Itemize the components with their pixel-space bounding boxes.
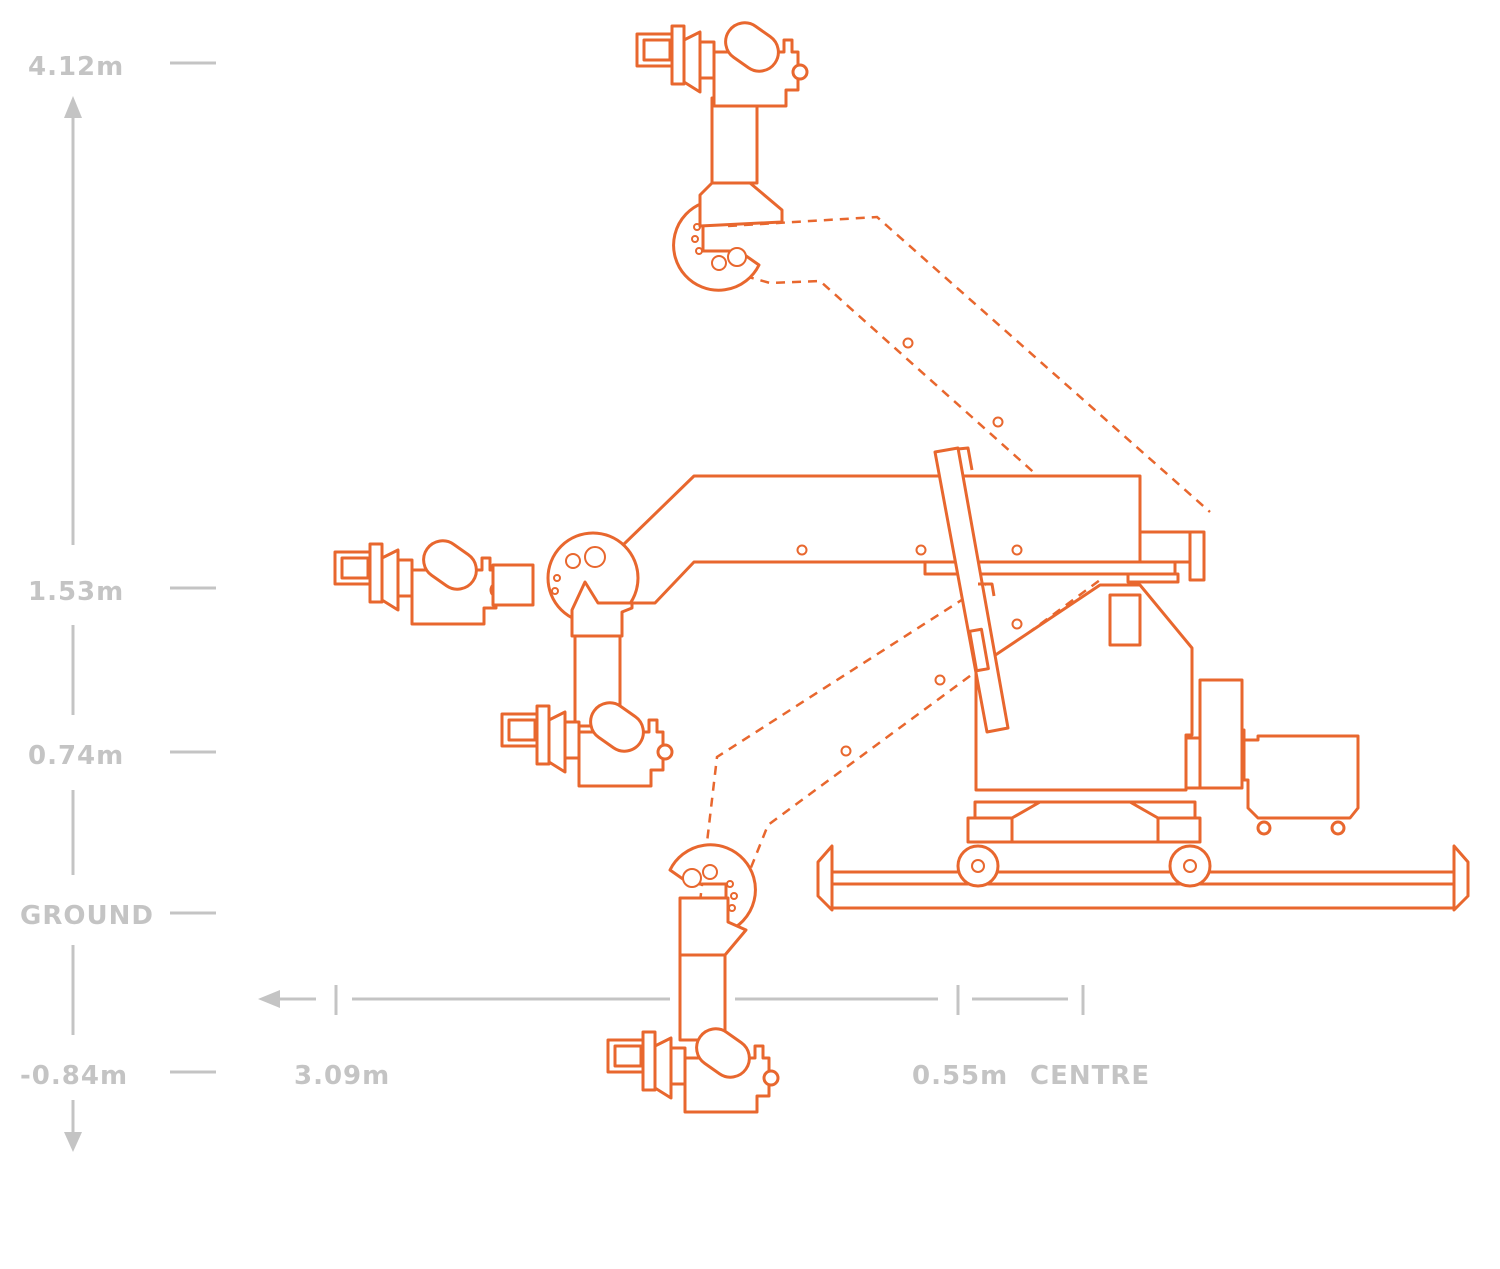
camera-head-front — [333, 531, 507, 626]
height-label-max: 4.12m — [28, 52, 124, 82]
arrow-left-icon — [258, 990, 280, 1008]
arrow-up-icon — [64, 96, 82, 118]
ghost-arm-raised — [727, 215, 1211, 513]
crane-column — [974, 583, 1360, 836]
raised-arm-pose — [635, 13, 809, 292]
track-rail — [816, 844, 1470, 912]
height-label-ground: GROUND — [20, 901, 154, 931]
head-mount-front — [491, 563, 535, 607]
height-label-low: 0.74m — [28, 741, 124, 771]
lowered-arm-pose — [606, 843, 780, 1114]
dolly-base — [956, 800, 1212, 888]
height-label-below: -0.84m — [20, 1061, 128, 1091]
vertical-scale: 4.12m 1.53m 0.74m GROUND -0.84m — [20, 52, 216, 1152]
height-label-arm: 1.53m — [28, 577, 124, 607]
arm-joint-front — [546, 531, 640, 728]
arrow-down-icon — [64, 1132, 82, 1152]
horizontal-scale: 3.09m 0.55m CENTRE — [258, 985, 1150, 1091]
reach-label-centre: CENTRE — [1030, 1061, 1150, 1091]
reach-label-short: 0.55m — [912, 1061, 1008, 1091]
reach-label-max: 3.09m — [294, 1061, 390, 1091]
